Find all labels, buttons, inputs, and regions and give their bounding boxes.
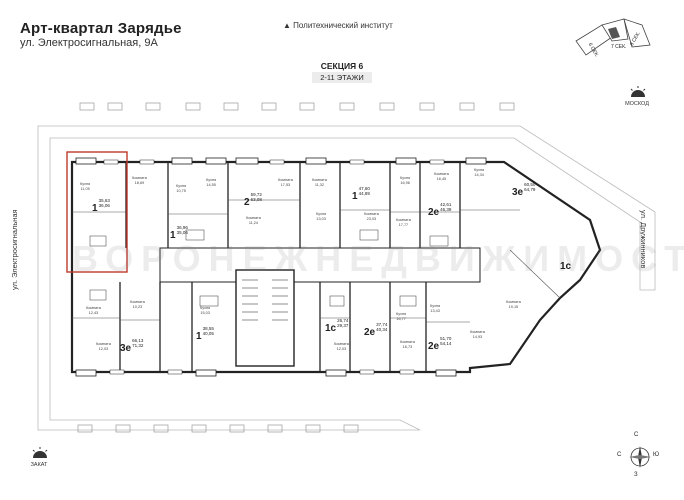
apartment-area: 47,60 44,89 (358, 186, 370, 196)
top-apartment-walls (125, 162, 461, 248)
room-label: Комната 10,23 (130, 300, 145, 309)
room-label: Комната 18,69 (132, 176, 147, 185)
east-direction-label: МОСКОД (625, 101, 649, 107)
apartment-rooms: 3е (512, 187, 524, 198)
floors-badge: 2-11 ЭТАЖИ (312, 72, 372, 83)
apartment-area: 26,74 29,37 (337, 318, 349, 328)
room-label: Кухня 16,77 (396, 312, 407, 321)
room-label: Кухня 14,34 (474, 168, 485, 177)
room-label: Комната 14,93 (470, 330, 485, 339)
room-label: Кухня 14,55 (206, 178, 217, 187)
apartment-a9[interactable]: 1с26,74 29,37 (325, 318, 348, 336)
bottom-apartment-walls (119, 282, 427, 372)
room-label: Кухня 16,96 (400, 176, 411, 185)
balconies (75, 157, 487, 377)
apartment-a2[interactable]: 136,96 35,06 (170, 225, 188, 243)
apartment-area: 36,96 35,06 (176, 225, 188, 235)
apartment-rooms: 1 (92, 203, 98, 214)
room-label: Кухня 13,03 (316, 212, 327, 221)
stair-core (235, 269, 295, 367)
apartment-area: 38,55 40,05 (202, 326, 214, 336)
west-direction-label: ЗАКАТ (30, 462, 48, 468)
room-label: Комната 12,43 (86, 306, 101, 315)
apartment-area: 60,50 64,79 (524, 182, 536, 192)
apartment-rooms: 2е (364, 327, 376, 338)
apartment-a11[interactable]: 2е51,70 54,14 (428, 336, 451, 354)
room-label: Комната 23,03 (364, 212, 379, 221)
apartment-rooms: 2 (244, 197, 250, 208)
apartment-a10[interactable]: 2е37,74 40,34 (364, 322, 387, 340)
room-label: Комната 12,03 (96, 342, 111, 351)
key-plan-map (575, 18, 651, 56)
apartment-area: 35,63 36,06 (98, 198, 110, 208)
room-label: Комната 17,53 (278, 178, 293, 187)
compass-east: Ю (653, 452, 660, 458)
room-label: Комната 17,77 (396, 218, 411, 227)
apartment-area: 51,70 54,14 (440, 336, 452, 346)
apartment-rooms: 1с (560, 261, 572, 272)
sidewalk-outline (37, 125, 656, 431)
inner-partitions (72, 199, 561, 323)
room-label: Комната 16,73 (400, 340, 415, 349)
apartment-area: 66,13 71,32 (132, 338, 144, 348)
room-label: Кухня 13,43 (430, 304, 441, 313)
room-label: Кухня 11,05 (80, 182, 91, 191)
key-plan-label-7: 7 СЕК. (611, 44, 627, 50)
apartment-rooms: 1 (170, 230, 176, 241)
windows (103, 159, 445, 375)
page-title: Арт-квартал Зарядье (20, 20, 182, 37)
address: ул. Электросигнальная, 9А (20, 37, 158, 49)
room-label: Комната 11,32 (312, 178, 327, 187)
apartment-rooms: 1 (352, 191, 358, 202)
apartment-a6[interactable]: 3е60,50 64,79 (512, 182, 535, 200)
key-plan-current-section (608, 27, 620, 39)
room-label: Комната 11,24 (246, 216, 261, 225)
apartment-area: 59,72 63,08 (250, 192, 262, 202)
room-label: Кухня 10,75 (176, 184, 187, 193)
apartment-rooms: 1 (196, 331, 202, 342)
apartment-a3[interactable]: 259,72 63,08 (244, 192, 262, 210)
room-label: Комната 16,45 (434, 172, 449, 181)
room-label: Комната 19,15 (506, 300, 521, 309)
apartment-a12[interactable]: 138,55 40,05 (196, 326, 214, 344)
landmark-label: ▲ Политехнический институт (283, 21, 393, 30)
selected-apartment-highlight (66, 151, 128, 273)
apartment-area: 42,61 46,39 (440, 202, 452, 212)
room-label: Комната 12,03 (334, 342, 349, 351)
apartment-a7[interactable]: 1с (560, 256, 571, 274)
sunset-icon (32, 447, 48, 458)
watermark: ВОРОНЕЖНЕДВИЖИМОСТЬ (72, 238, 684, 279)
landmark-text: Политехнический институт (293, 21, 393, 30)
sunrise-icon (630, 86, 646, 97)
section-title: СЕКЦИЯ 6 (320, 61, 364, 71)
apartment-rooms: 1с (325, 323, 337, 334)
compass-icon (629, 446, 651, 468)
stair-treads (242, 279, 288, 321)
apartment-rooms: 3е (120, 343, 132, 354)
key-plan-block-right (623, 18, 651, 48)
apartment-a8[interactable]: 3е66,13 71,32 (120, 338, 143, 356)
compass-west: С (617, 452, 622, 458)
apartment-area: 37,74 40,34 (376, 322, 388, 332)
apartment-a5[interactable]: 2е42,61 46,39 (428, 202, 451, 220)
apartment-rooms: 2е (428, 341, 440, 352)
parking-markers (77, 102, 515, 433)
room-label: Кухня 15,03 (200, 306, 211, 315)
compass-south: З (634, 472, 638, 478)
compass-north: С (634, 432, 639, 438)
apartment-a1[interactable]: 135,63 36,06 (92, 198, 110, 216)
apartment-rooms: 2е (428, 207, 440, 218)
apartment-a4[interactable]: 147,60 44,89 (352, 186, 370, 204)
